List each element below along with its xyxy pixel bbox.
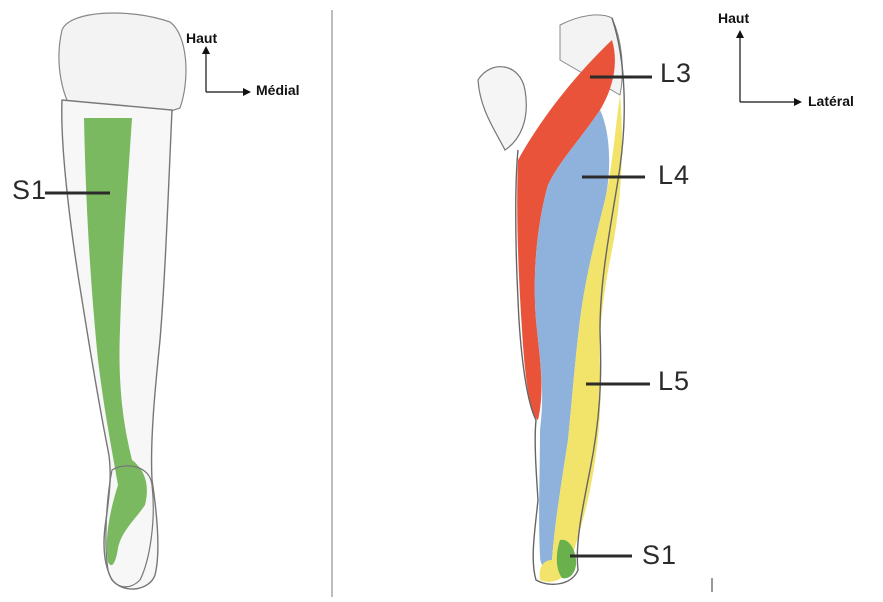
right-s1-label: S1 <box>642 540 677 571</box>
right-leg <box>478 15 652 584</box>
left-leg <box>45 13 186 589</box>
left-up-label: Haut <box>186 30 217 46</box>
right-up-label: Haut <box>718 10 749 26</box>
up-arrow-icon <box>736 30 744 38</box>
right-hand-sketch <box>478 67 526 150</box>
right-orientation-arrows <box>736 30 802 106</box>
right-arrow-icon <box>794 98 802 106</box>
left-s1-label: S1 <box>12 175 47 206</box>
right-arrow-icon <box>243 88 251 96</box>
left-orientation-arrows <box>202 46 251 96</box>
left-side-label: Médial <box>256 82 300 98</box>
right-l4-label: L4 <box>658 160 690 191</box>
up-arrow-icon <box>202 46 210 54</box>
right-side-label: Latéral <box>808 93 854 109</box>
right-l3-label: L3 <box>660 58 692 89</box>
right-l5-label: L5 <box>658 366 690 397</box>
